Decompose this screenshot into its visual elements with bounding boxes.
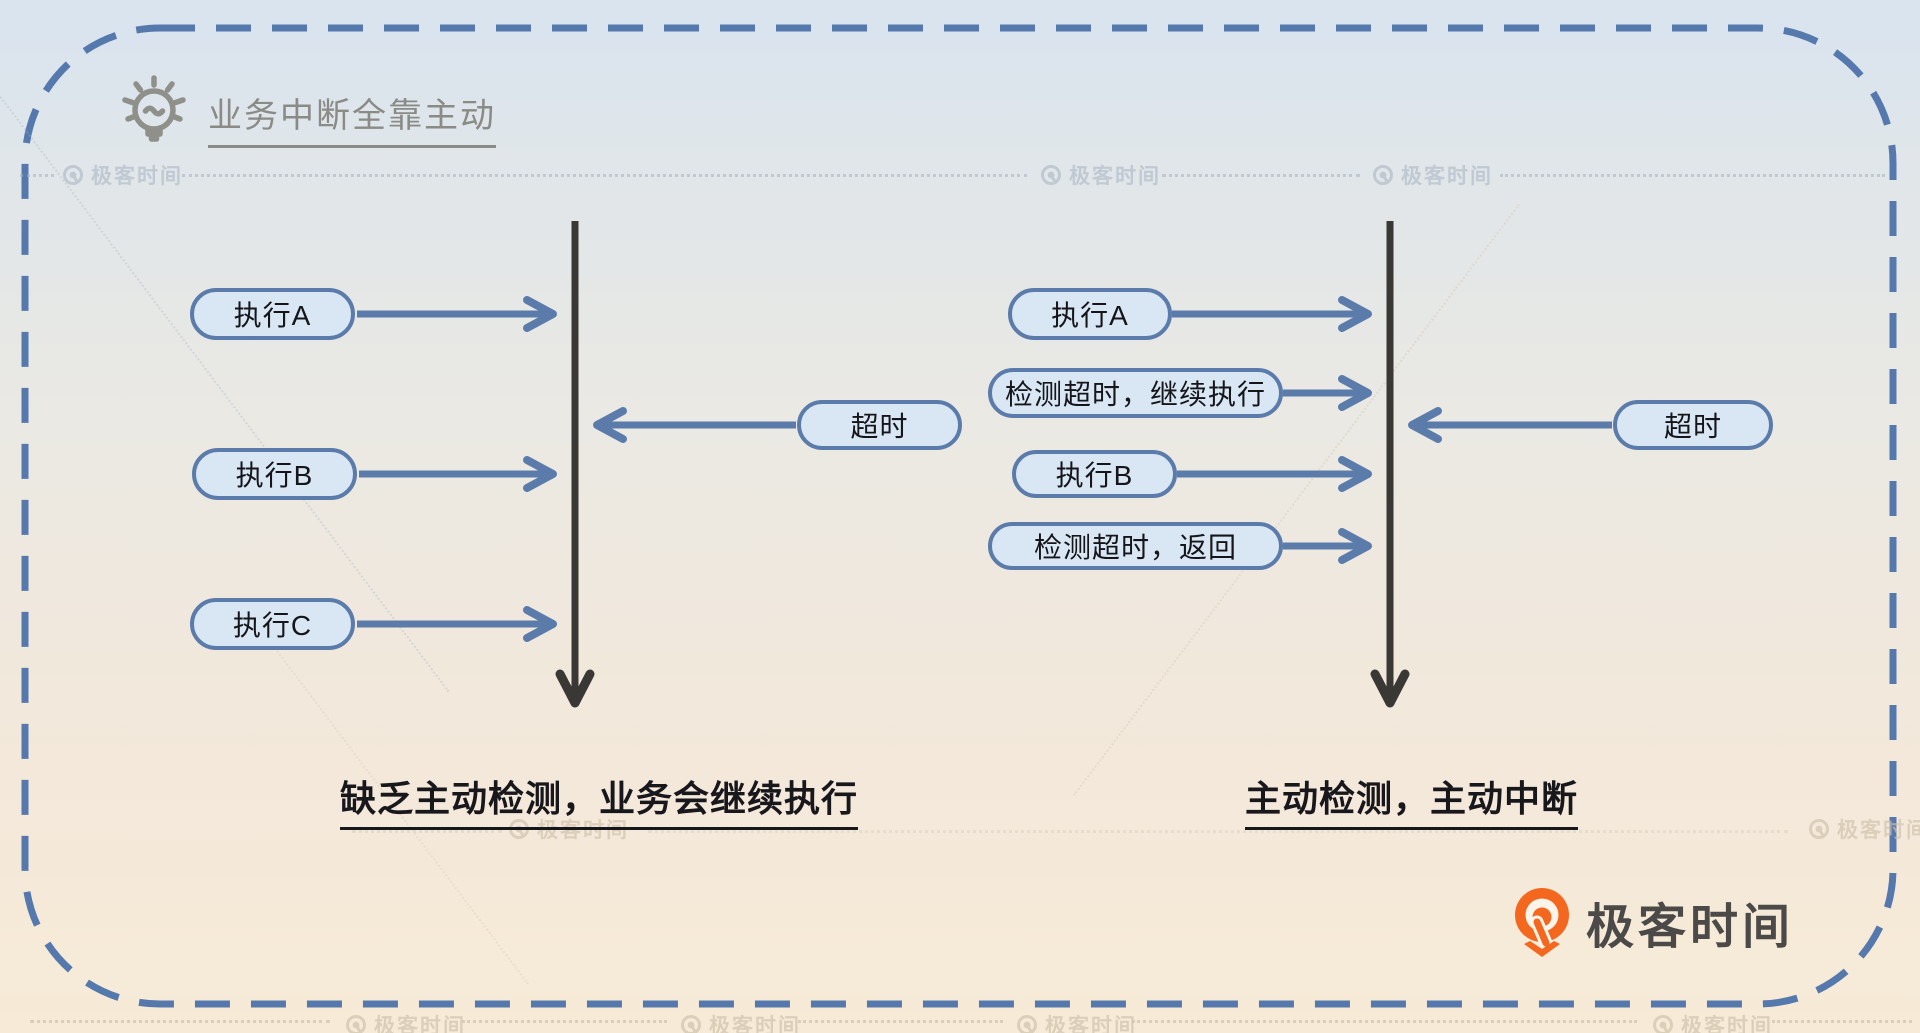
watermark-dotline <box>1162 174 1360 177</box>
watermark-label: 极客时间 <box>91 165 183 188</box>
pill-label: 检测超时，继续执行 <box>1004 379 1266 410</box>
watermark-dotline <box>648 830 1788 833</box>
pill-right-timeout: 超时 <box>1613 400 1773 450</box>
watermark: 极客时间 <box>1016 1010 1137 1033</box>
watermark-logo-icon <box>346 1015 366 1033</box>
pill-label: 执行B <box>235 460 314 491</box>
brand-name: 极客时间 <box>1586 901 1795 954</box>
watermark-label: 极客时间 <box>1045 1015 1137 1033</box>
pill-label: 执行B <box>1055 460 1134 491</box>
caption-right: 主动检测，主动中断 <box>1245 770 1579 830</box>
watermark-logo-icon <box>1809 819 1829 839</box>
watermark-dotline <box>30 1020 330 1023</box>
watermark-dotline <box>20 174 54 177</box>
pill-right-detect-return: 检测超时，返回 <box>988 522 1283 570</box>
watermark: 极客时间 <box>1652 1010 1773 1033</box>
watermark-logo-icon <box>681 1015 701 1033</box>
watermark-logo-icon <box>1373 165 1393 185</box>
watermark-dotline <box>1772 1020 1912 1023</box>
watermark-dotline <box>1132 1020 1637 1023</box>
watermark-label: 极客时间 <box>1837 819 1920 842</box>
watermark-dotline <box>182 174 1027 177</box>
pill-label: 超时 <box>850 411 909 442</box>
watermark-label: 极客时间 <box>374 1015 466 1033</box>
pill-label: 超时 <box>1663 411 1722 442</box>
pill-right-exec-b: 执行B <box>1012 450 1177 498</box>
slide-header: 业务中断全靠主动 <box>116 66 496 148</box>
watermark: 极客时间 <box>1040 160 1161 190</box>
page-title: 业务中断全靠主动 <box>208 88 496 148</box>
watermark-logo-icon <box>1653 1015 1673 1033</box>
watermark-logo-icon <box>63 165 83 185</box>
watermark: 极客时间 <box>345 1010 466 1033</box>
watermark-dotline <box>462 1020 667 1023</box>
watermark-dotline <box>798 1020 1003 1023</box>
watermark: 极客时间 <box>680 1010 801 1033</box>
pill-left-exec-b: 执行B <box>192 448 357 500</box>
watermark-label: 极客时间 <box>537 819 629 842</box>
watermark-dotline <box>1500 174 1885 177</box>
watermark: 极客时间 <box>1808 814 1920 844</box>
pill-label: 检测超时，返回 <box>1033 532 1237 563</box>
watermark-label: 极客时间 <box>1069 165 1161 188</box>
pill-label: 执行A <box>1051 300 1129 331</box>
watermark-dotline <box>352 830 502 833</box>
caption-left: 缺乏主动检测，业务会继续执行 <box>340 770 859 830</box>
watermark-logo-icon <box>1041 165 1061 185</box>
pill-right-detect-continue: 检测超时，继续执行 <box>988 368 1283 418</box>
pill-left-exec-c: 执行C <box>190 598 355 650</box>
lightbulb-icon <box>122 75 186 142</box>
pill-label: 执行A <box>233 300 312 331</box>
pill-label: 执行C <box>232 610 313 641</box>
watermark-logo-icon <box>1017 1015 1037 1033</box>
watermark-label: 极客时间 <box>1401 165 1493 188</box>
watermark-label: 极客时间 <box>1681 1015 1773 1033</box>
pill-left-timeout: 超时 <box>797 400 962 450</box>
watermark-label: 极客时间 <box>709 1015 801 1033</box>
pill-right-exec-a: 执行A <box>1008 288 1172 340</box>
watermark: 极客时间 <box>62 160 183 190</box>
brand-logo: 极客时间 <box>1512 886 1794 958</box>
geektime-logo-icon <box>1515 888 1569 957</box>
watermark: 极客时间 <box>1372 160 1493 190</box>
pill-left-exec-a: 执行A <box>190 288 355 340</box>
